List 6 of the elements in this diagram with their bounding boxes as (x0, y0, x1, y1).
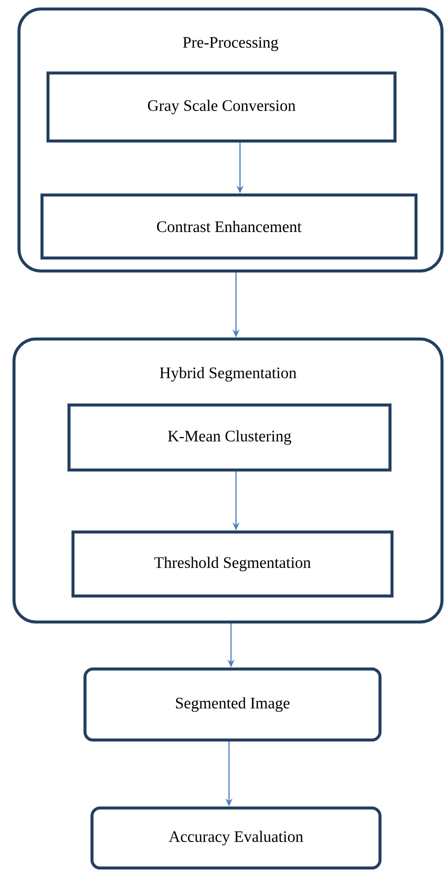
process-box: Threshold Segmentation (72, 530, 394, 598)
process-box: Contrast Enhancement (40, 194, 418, 260)
process-box: Accuracy Evaluation (90, 806, 382, 870)
process-box: K-Mean Clustering (68, 404, 392, 472)
process-box: Gray Scale Conversion (46, 72, 396, 142)
process-box: Segmented Image (84, 668, 382, 742)
